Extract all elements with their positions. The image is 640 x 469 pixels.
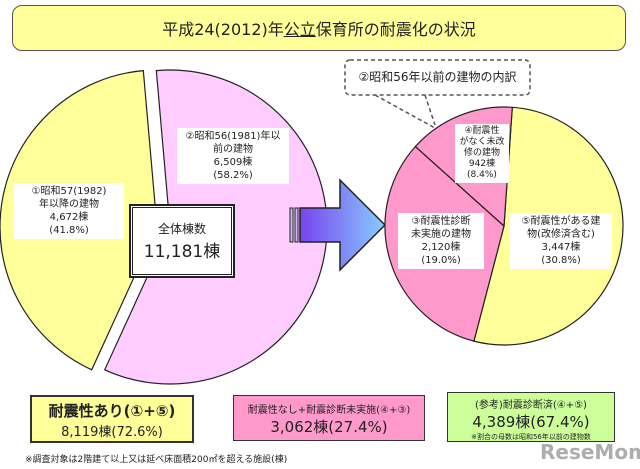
- slice-5-name: ⑤耐震性がある建物(改修済含む): [521, 216, 601, 240]
- page-title: 平成24(2012)年 公立保育所の耐震化の状況: [12, 5, 626, 51]
- callout-pointer: [374, 94, 436, 129]
- slice-2-name: ②昭和56(1981)年以前の建物: [185, 131, 281, 155]
- summary-box-3: (参考)耐震診断済(④+⑤)4,389棟(67.4%)※割合の母数は昭和56年以…: [447, 392, 615, 442]
- slice-3-name: ③耐震性診断未実施の建物: [411, 216, 471, 240]
- summary-box-2: 耐震性なし+耐震診断未実施(④+③)3,062棟(27.4%): [233, 395, 425, 441]
- callout-box: [344, 59, 531, 96]
- title-suffix: 保育所の耐震化の状況: [315, 20, 476, 39]
- slice-label-5: ⑤耐震性がある建物(改修済含む)3,447棟(30.8%): [510, 213, 612, 269]
- callout-label: ②昭和56年以前の建物の内訳: [358, 70, 517, 84]
- summary-box-1: 耐震性あり(①+⑤)8,119棟(72.6%): [30, 395, 194, 443]
- arrow-icon: [289, 178, 387, 272]
- title-prefix: 平成24(2012)年: [162, 20, 284, 39]
- footnote: ※調査対象は2階建て以上又は延べ床面積200㎡を超える施設(棟): [25, 455, 288, 465]
- watermark-logo: ReseMom: [540, 440, 640, 464]
- title-underlined: 公立: [283, 20, 316, 39]
